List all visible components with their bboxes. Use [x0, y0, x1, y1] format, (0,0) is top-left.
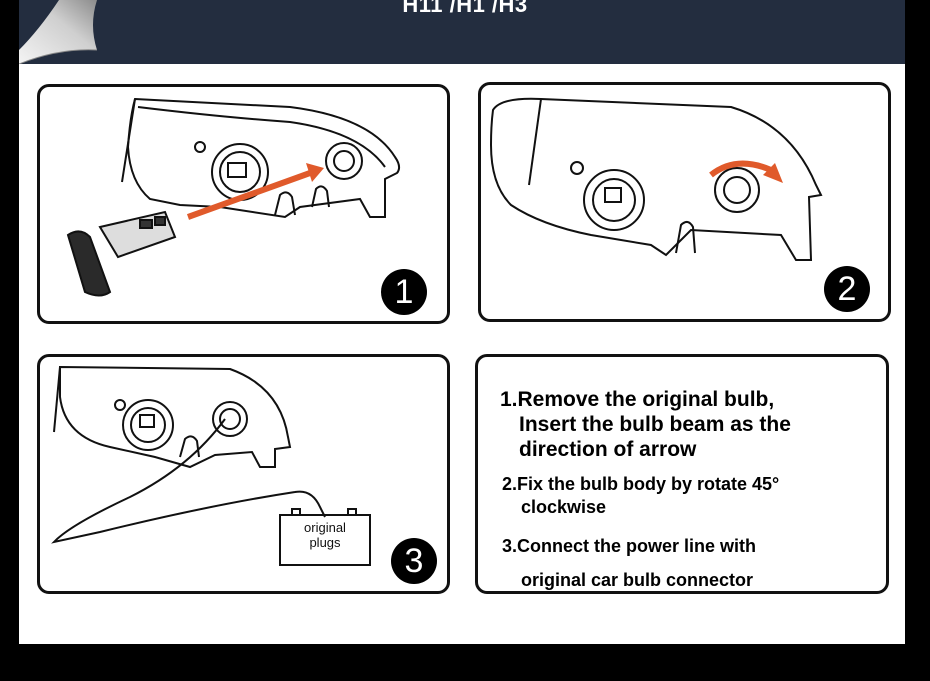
headlight-insert-illustration: [66, 97, 401, 297]
plug-label-line2: plugs: [309, 535, 341, 550]
header-banner: [19, 0, 905, 64]
headlight-rotate-illustration: [489, 97, 823, 261]
step-3-panel: original plugs 3: [37, 354, 450, 594]
instruction-text: clockwise: [521, 497, 607, 517]
instruction-step-2: 2.Fix the bulb body by rotate 45° clockw…: [502, 473, 779, 519]
plug-label-line1: original: [304, 520, 346, 535]
instruction-text: 1.Remove the original bulb,: [500, 388, 775, 411]
instructions-panel: 1.Remove the original bulb, Insert the b…: [475, 354, 889, 594]
headlight-connect-illustration: [51, 365, 371, 566]
instruction-text: 3.Connect the power line with: [502, 536, 757, 556]
instruction-text: 2.Fix the bulb body by rotate 45°: [502, 474, 780, 494]
step-badge: 2: [824, 266, 870, 312]
instruction-text: direction of arrow: [519, 438, 697, 461]
step-1-panel: 1: [37, 84, 450, 324]
instruction-text: Insert the bulb beam as the: [519, 413, 791, 436]
instruction-step-3: 3.Connect the power line with original c…: [502, 529, 757, 591]
instruction-text: original car bulb connector: [521, 570, 754, 590]
page-curl-icon: [19, 0, 98, 65]
instruction-step-1: 1.Remove the original bulb, Insert the b…: [500, 387, 791, 462]
step-badge: 1: [381, 269, 427, 315]
step-badge: 3: [391, 538, 437, 584]
plug-label: original plugs: [282, 520, 368, 550]
step-2-panel: 2: [478, 82, 891, 322]
page-title: H11 /H1 /H3: [402, 0, 528, 17]
